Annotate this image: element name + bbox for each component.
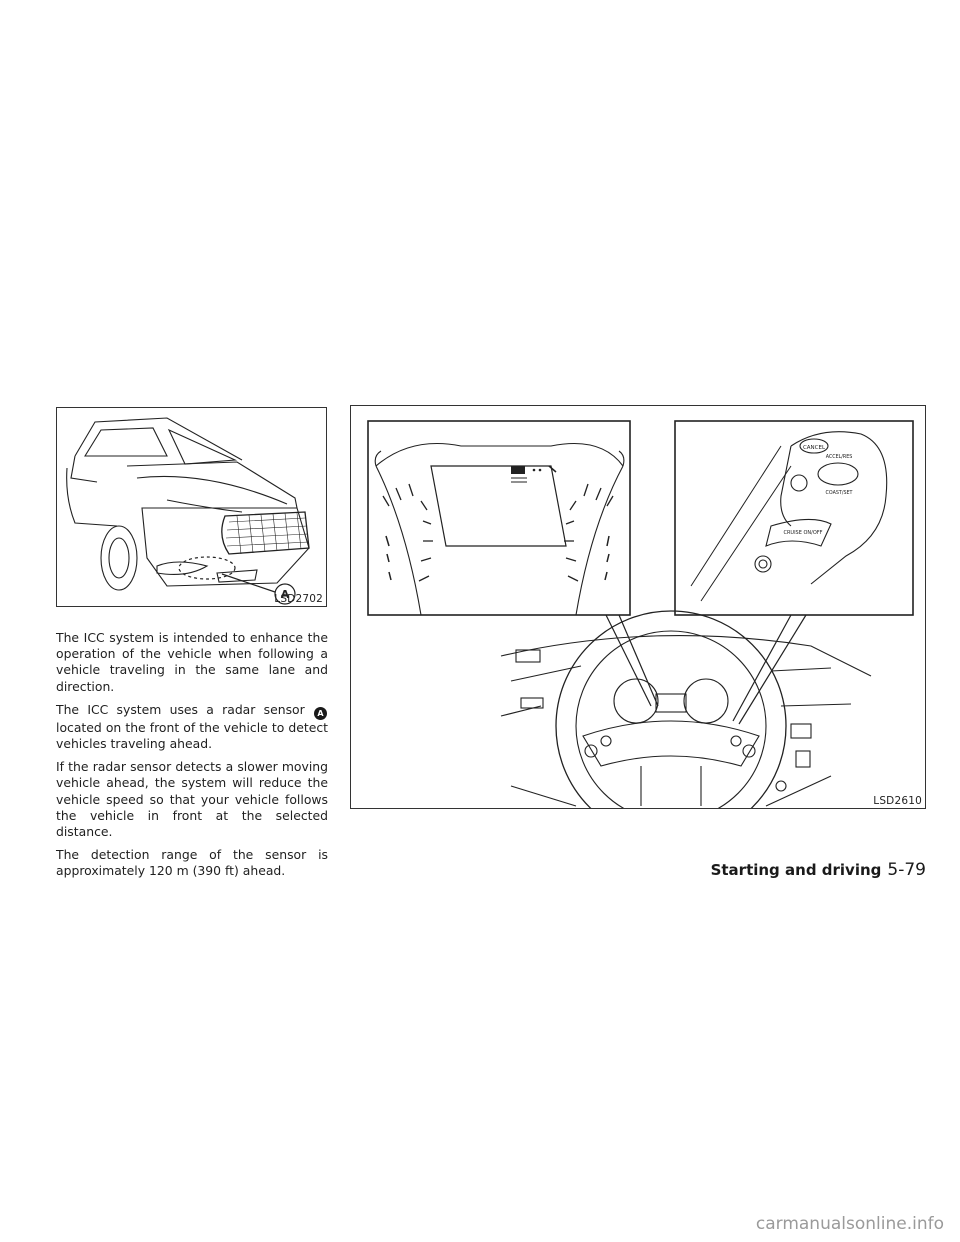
- car-radar-figure: A LSD2702: [56, 407, 327, 607]
- accel-res-label: ACCEL/RES: [826, 454, 853, 460]
- callout-a-label: A: [281, 588, 290, 601]
- page-footer: Starting and driving 5-79: [711, 860, 926, 880]
- figure-code: LSD2702: [274, 593, 323, 605]
- page-number: 5-79: [887, 860, 926, 880]
- radar-text-before: The ICC system uses a radar sensor: [56, 701, 305, 717]
- paragraph-radar-sensor: The ICC system uses a radar sensor A loc…: [56, 702, 328, 752]
- radar-text-after: located on the front of the vehicle to d…: [56, 719, 328, 752]
- section-title: Starting and driving: [710, 861, 882, 879]
- figure-code: LSD2610: [873, 795, 922, 807]
- cancel-switch-label: CANCEL: [803, 445, 826, 451]
- car-illustration: A: [66, 417, 310, 605]
- paragraph-intro: The ICC system is intended to enhance th…: [56, 630, 328, 694]
- sensor-marker-a: A: [314, 706, 327, 720]
- coast-set-label: COAST/SET: [826, 490, 853, 496]
- cockpit-figure: CANCEL ACCEL/RES COAST/SET CRUISE ON/OFF: [350, 405, 926, 809]
- watermark: carmanualsonline.info: [755, 1214, 944, 1234]
- switch-inset: [674, 420, 914, 616]
- meter-inset: [367, 420, 631, 616]
- cockpit-illustration: CANCEL ACCEL/RES COAST/SET CRUISE ON/OFF: [367, 420, 914, 808]
- cruise-switch-label: CRUISE ON/OFF: [783, 530, 822, 536]
- paragraph-detection-range: The detection range of the sensor is app…: [56, 847, 328, 879]
- body-text: The ICC system is intended to enhance th…: [56, 630, 328, 887]
- paragraph-slower-vehicle: If the radar sensor detects a slower mov…: [56, 759, 328, 840]
